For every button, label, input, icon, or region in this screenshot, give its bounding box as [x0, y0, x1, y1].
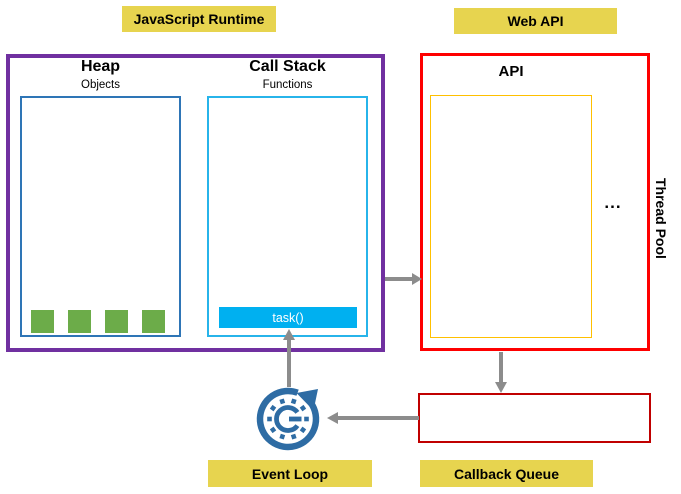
- javascript-runtime-box: [6, 54, 385, 352]
- api-to-queue-arrow: [495, 352, 507, 393]
- api-inner-box: [430, 95, 592, 338]
- call-stack-subtitle: Functions: [262, 79, 313, 91]
- heap-object-square: [31, 310, 54, 333]
- thread-ellipsis: ...: [604, 193, 622, 212]
- event-loop-dots: [267, 398, 309, 440]
- eventloop-to-stack-arrow: [283, 329, 295, 387]
- callback-queue-box: [418, 393, 651, 443]
- callback-queue-label: Callback Queue: [420, 460, 593, 487]
- queue-to-eventloop-arrow: [327, 412, 419, 424]
- web-api-label: Web API: [454, 8, 617, 34]
- heap-object-square: [68, 310, 91, 333]
- event-loop-icon: [256, 387, 320, 451]
- web-api-box: [420, 53, 650, 351]
- heap-object-square: [105, 310, 128, 333]
- heap-subtitle: Objects: [81, 79, 120, 91]
- heap-object-square: [142, 310, 165, 333]
- event-loop-label: Event Loop: [208, 460, 372, 487]
- runtime-to-webapi-arrow: [385, 273, 422, 285]
- call-stack-task-frame: task(): [219, 307, 357, 328]
- call-stack-title: Call Stack: [249, 58, 326, 75]
- heap-box: [20, 96, 181, 337]
- thread-pool-label: Thread Pool: [653, 177, 669, 259]
- call-stack-box: [207, 96, 368, 337]
- heap-title: Heap: [80, 58, 121, 75]
- javascript-runtime-label: JavaScript Runtime: [122, 6, 276, 32]
- api-title: API: [498, 63, 524, 80]
